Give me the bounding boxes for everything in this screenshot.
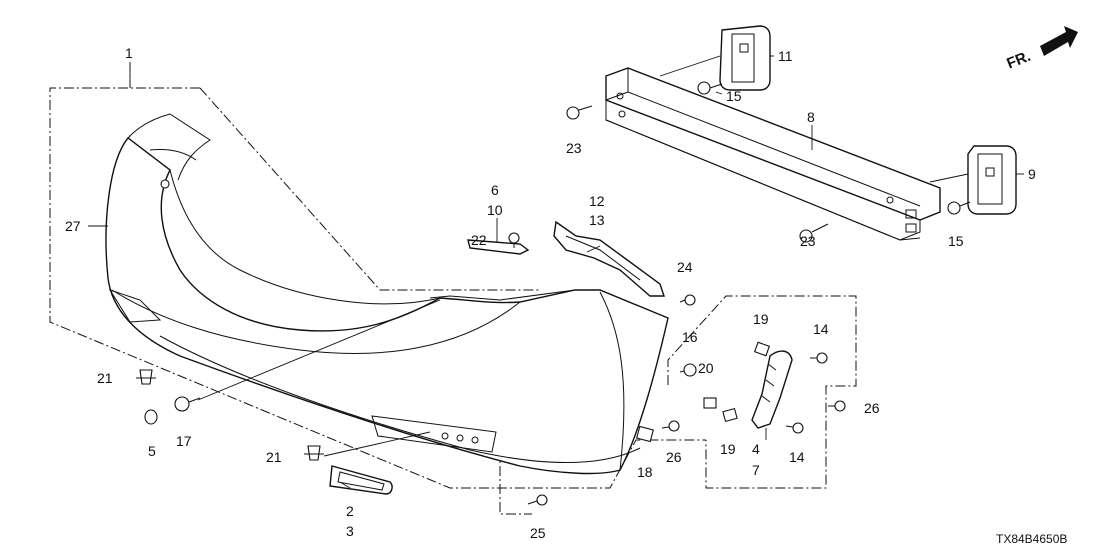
clip-21b	[304, 445, 324, 461]
label-19a: 19	[753, 311, 769, 327]
label-18: 18	[637, 464, 653, 480]
bolt-22	[508, 232, 520, 248]
label-7: 7	[752, 462, 760, 478]
bracket-9	[967, 145, 1017, 215]
part-labels: FR. 1 27 11 15 23 8 9 15 23 6 10 12 13 2…	[65, 45, 1067, 546]
bumper-face	[105, 113, 669, 475]
fasteners	[136, 81, 971, 506]
label-25: 25	[530, 525, 546, 541]
bracket-11	[719, 25, 771, 91]
bolt-23b	[799, 223, 829, 243]
direction-label: FR.	[1004, 48, 1033, 73]
bolt-14b	[785, 422, 804, 434]
label-22: 22	[471, 232, 487, 248]
label-4: 4	[752, 441, 760, 457]
label-11: 11	[778, 48, 793, 64]
label-1: 1	[125, 45, 133, 61]
side-bracket-4-7	[751, 350, 793, 429]
label-8: 8	[807, 109, 815, 125]
bumper-beam	[605, 67, 941, 241]
bolt-23a	[566, 105, 593, 120]
leader-lines	[88, 55, 1024, 489]
bolt-26a	[828, 400, 846, 412]
label-15b: 15	[948, 233, 964, 249]
bolt-14a	[810, 352, 828, 364]
label-14b: 14	[789, 449, 805, 465]
bolt-16	[679, 363, 697, 377]
label-5: 5	[148, 443, 156, 459]
label-19b: 19	[720, 441, 736, 457]
label-6: 6	[491, 182, 499, 198]
label-24: 24	[677, 259, 693, 275]
label-2: 2	[346, 503, 354, 519]
label-12: 12	[589, 193, 605, 209]
group-boundary-right	[499, 295, 857, 515]
spacer-12-13	[553, 220, 665, 297]
label-3: 3	[346, 523, 354, 539]
bolt-24	[679, 294, 696, 306]
document-code: TX84B4650B	[996, 532, 1067, 546]
label-9: 9	[1028, 166, 1036, 182]
label-10: 10	[487, 202, 503, 218]
label-17: 17	[176, 433, 192, 449]
label-21a: 21	[97, 370, 113, 386]
label-13: 13	[589, 212, 605, 228]
label-15a: 15	[726, 88, 742, 104]
label-23b: 23	[800, 233, 816, 249]
clips	[144, 341, 771, 443]
bolt-15a	[697, 81, 723, 95]
label-14a: 14	[813, 321, 829, 337]
front-arrow-icon	[1040, 26, 1078, 56]
label-26a: 26	[864, 400, 880, 416]
bolt-17	[174, 396, 201, 412]
label-20: 20	[698, 360, 714, 376]
label-21b: 21	[266, 449, 282, 465]
label-23a: 23	[566, 140, 582, 156]
bracket-6-10	[467, 239, 530, 255]
bolt-15b	[947, 201, 971, 215]
label-16: 16	[682, 329, 698, 345]
label-26b: 26	[666, 449, 682, 465]
bolt-26b	[661, 420, 680, 432]
clip-21a	[136, 369, 156, 385]
bolt-25	[527, 494, 548, 506]
reflector	[329, 465, 393, 495]
label-27: 27	[65, 218, 81, 234]
